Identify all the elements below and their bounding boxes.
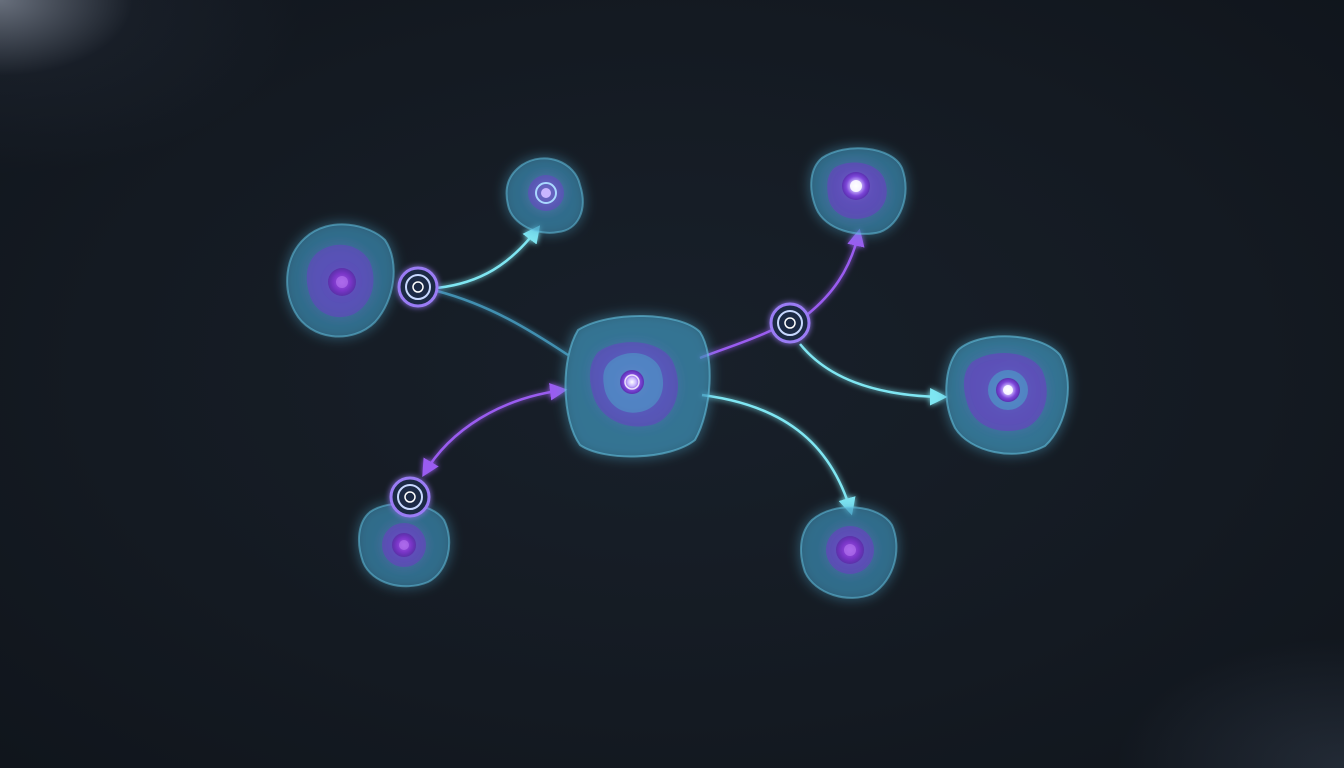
right-cell	[945, 335, 1069, 455]
edge-center-cell-to-bottom-right-cell	[701, 393, 856, 516]
bottom-right-cell	[799, 506, 898, 599]
center-cell	[564, 315, 711, 458]
top-right-cell	[810, 147, 907, 235]
edge-junction-bottom-left-to-center-cell	[422, 383, 568, 478]
junction-bottom-left	[389, 476, 431, 518]
edge-junction-right-to-right-cell	[799, 343, 948, 406]
edge-junction-left-to-top-small-cell	[436, 225, 541, 290]
edge-center-cell-to-junction-right	[699, 328, 773, 360]
edge-junction-left-to-center-cell	[436, 289, 569, 357]
top-left-cell	[286, 223, 395, 338]
junction-left	[397, 266, 439, 308]
top-small-cell-core	[535, 182, 557, 204]
junction-right	[769, 302, 811, 344]
center-cell-core	[620, 370, 644, 394]
top-small-cell	[505, 157, 584, 234]
edge-junction-right-to-top-right-cell	[807, 228, 865, 315]
